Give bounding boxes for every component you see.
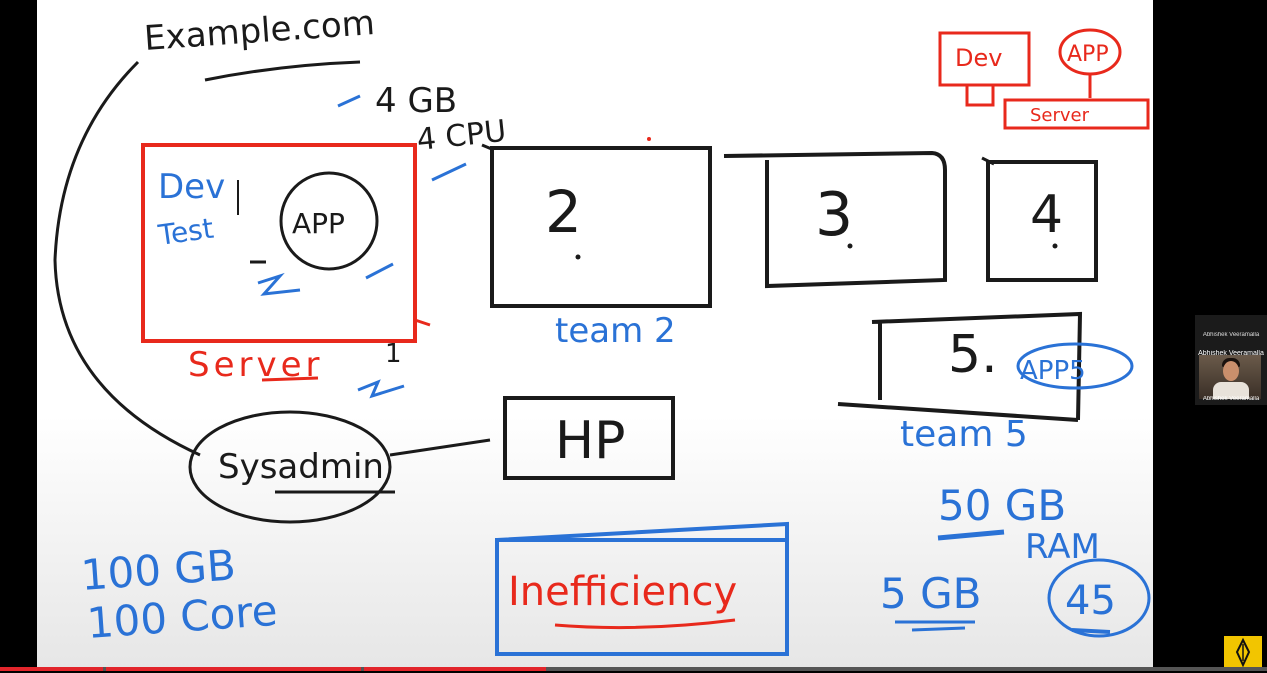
progress-segment-2 <box>106 667 361 671</box>
progress-segment-1 <box>0 667 103 671</box>
participant-shirt <box>1213 382 1249 399</box>
legend-dev-label: Dev <box>955 44 1002 72</box>
stray-red-dot <box>647 137 651 141</box>
server-2-top-tick <box>481 143 495 152</box>
server-1-team-line2: Test <box>155 212 215 252</box>
ram-used-underline <box>895 620 975 632</box>
domain-underline <box>204 60 361 82</box>
app5-oval <box>1016 342 1134 390</box>
server-2-label: 2 <box>545 178 582 246</box>
app-circle <box>279 171 379 271</box>
participant-name: Abhishek Veeramalla <box>1198 350 1264 357</box>
diamond-logo-shape <box>1235 637 1251 668</box>
domain-label: Example.com <box>143 3 376 59</box>
hp-box <box>503 396 675 480</box>
ram-total-label: 50 GB <box>938 481 1066 530</box>
server-5-box <box>837 311 1083 422</box>
legend-server-label: Server <box>1030 105 1090 126</box>
server-4-label: 4 <box>1030 185 1063 245</box>
server-5-label: 5. <box>948 325 998 385</box>
server-4-top-tick <box>981 156 995 166</box>
spec-dash-1 <box>337 94 361 108</box>
ram-percent-underline <box>1071 628 1111 634</box>
spec-ram-label: 4 GB <box>375 81 457 121</box>
participant-name-top: Abhishek Veeramalla <box>1202 332 1260 338</box>
ram-percent-label: 45 <box>1065 578 1116 624</box>
sysadmin-label: Sysadmin <box>218 447 384 487</box>
legend-server-box <box>1003 98 1150 130</box>
app-label: APP <box>292 207 345 240</box>
video-progress-bar[interactable] <box>0 667 1267 671</box>
capacity-storage-label: 100 GB <box>79 540 237 600</box>
legend-app-label: APP <box>1067 42 1109 67</box>
team-2-label: team 2 <box>555 311 676 351</box>
ram-total-underline <box>937 529 1005 541</box>
sysadmin-to-hp-line <box>389 438 491 457</box>
server-2-dot <box>575 254 581 260</box>
ram-used-label: 5 GB <box>880 569 981 618</box>
sysadmin-oval <box>188 410 392 524</box>
server-3-dot <box>847 243 853 249</box>
inefficiency-label: Inefficiency <box>508 569 737 615</box>
server-number-blue-mark <box>357 379 405 399</box>
server-4-box <box>986 160 1098 282</box>
participant-camera-feed <box>1199 355 1261 399</box>
server-1-box <box>141 143 417 343</box>
server-1-blue-mark <box>257 272 301 296</box>
team-5-label: team 5 <box>900 414 1028 455</box>
hp-label: HP <box>555 411 625 471</box>
participant-head <box>1223 361 1239 381</box>
diamond-logo-icon <box>1224 636 1262 669</box>
domain-to-sysadmin-line <box>53 60 201 457</box>
ram-percent-oval <box>1047 558 1151 638</box>
legend-dev-stand <box>965 83 995 107</box>
inefficiency-underline <box>554 618 736 630</box>
participant-video-tile[interactable]: Abhishek Veeramalla Abhishek Veeramalla … <box>1195 315 1267 405</box>
server-3-label: 3 <box>815 180 853 250</box>
app5-label: APP5 <box>1020 356 1086 386</box>
whiteboard <box>37 0 1153 671</box>
spec-dash-2 <box>431 162 467 182</box>
server-2-box <box>490 146 712 308</box>
inefficiency-box-top <box>496 521 789 654</box>
server-1-blue-slash <box>365 262 394 280</box>
server-4-dot <box>1052 243 1058 249</box>
progress-segment-3 <box>364 667 546 671</box>
server-3-box <box>723 150 947 289</box>
server-number: 1 <box>385 339 402 369</box>
server-1-team-line1: Dev <box>158 167 225 207</box>
participant-name-bottom: Abhishek Veeramalla <box>1202 396 1260 402</box>
server-label-underline <box>261 376 319 382</box>
server-1-box-tail <box>414 318 431 327</box>
